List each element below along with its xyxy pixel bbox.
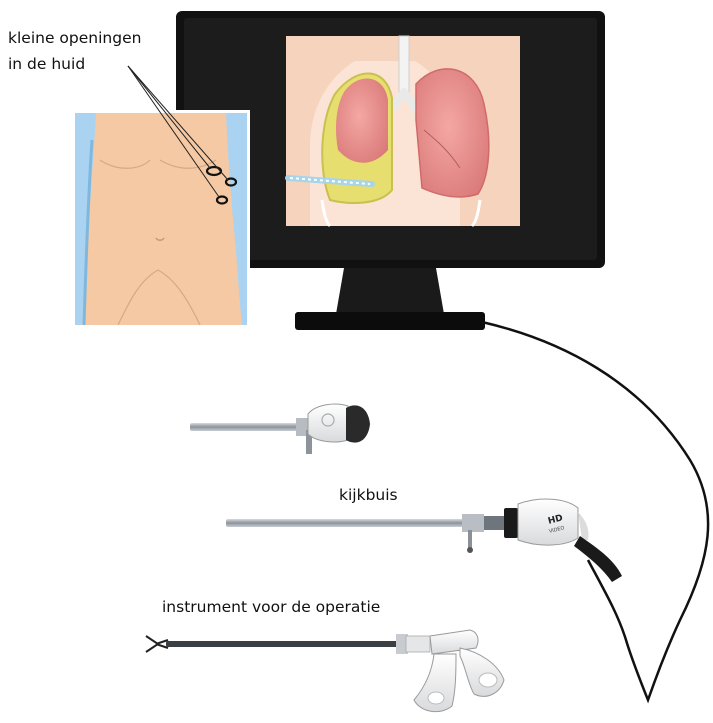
trocar [190,404,370,454]
scope-cable-sleeve [574,536,622,582]
grasper-instrument [146,630,504,712]
grasper-handle-moving [460,648,504,696]
monitor-screen [286,36,520,226]
monitor-stand [336,268,444,314]
scope: HD VIDEO [226,499,622,582]
monitor-base [295,312,485,330]
torso-illustration [72,110,250,328]
